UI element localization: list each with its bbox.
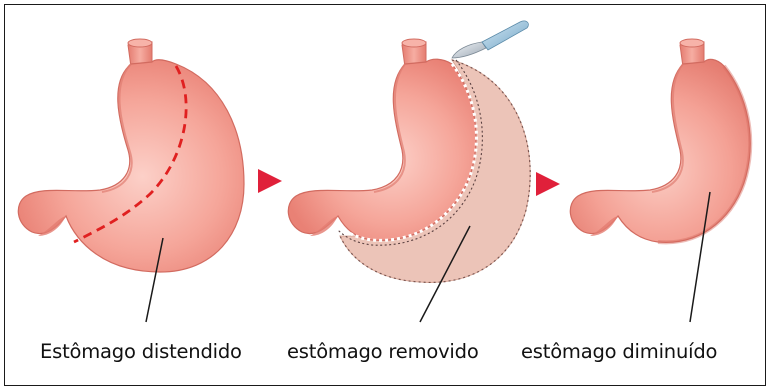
arrow-1-icon xyxy=(258,169,282,193)
label-distended: Estômago distendido xyxy=(40,340,242,363)
label-reduced: estômago diminuído xyxy=(521,340,717,363)
stomach-distended xyxy=(18,39,244,272)
scalpel-icon xyxy=(452,21,528,58)
label-removed: estômago removido xyxy=(287,340,479,363)
arrow-2-icon xyxy=(536,172,560,196)
stomach-reduced xyxy=(570,39,750,242)
stomach-removed xyxy=(288,39,530,282)
